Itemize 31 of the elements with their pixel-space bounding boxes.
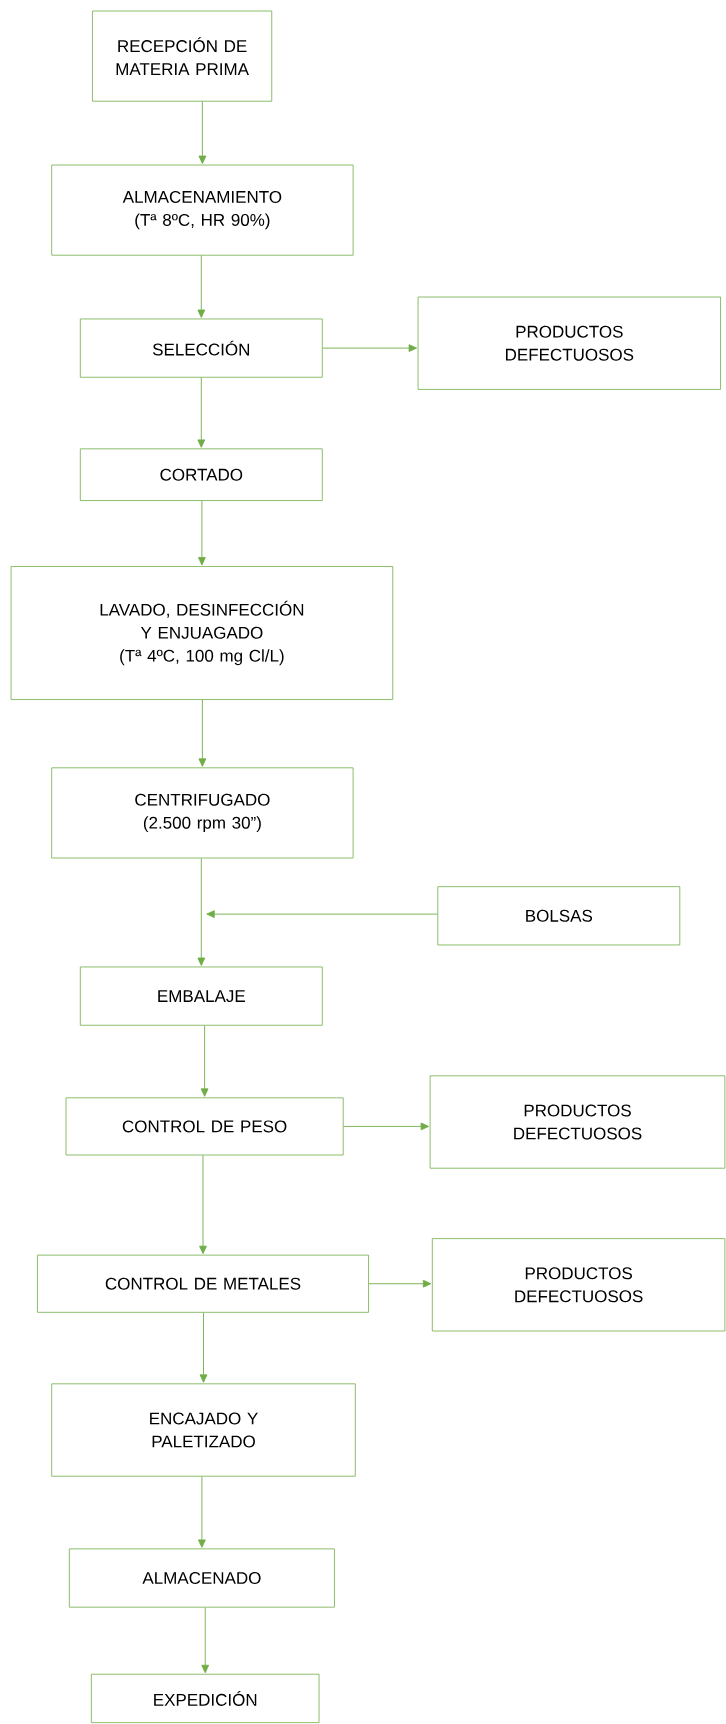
process-box: PRODUCTOS DEFECTUOSOS [417, 296, 721, 390]
process-box: RECEPCIÓN DE MATERIA PRIMA [92, 10, 273, 102]
process-box: PRODUCTOS DEFECTUOSOS [429, 1075, 726, 1169]
arrow [206, 910, 438, 918]
process-box: SELECCIÓN [79, 318, 323, 378]
process-box: ALMACENADO [68, 1548, 335, 1608]
process-box: EXPEDICIÓN [90, 1673, 320, 1723]
process-box: CONTROL DE METALES [37, 1254, 369, 1313]
process-box: ALMACENAMIENTO (Tª 8ºC, HR 90%) [51, 164, 354, 256]
process-box: CENTRIFUGADO (2.500 rpm 30”) [51, 767, 354, 859]
arrow [197, 255, 206, 318]
arrow [197, 377, 206, 448]
arrow [343, 1122, 430, 1131]
process-box: PRODUCTOS DEFECTUOSOS [431, 1238, 726, 1332]
arrow [201, 1607, 210, 1674]
arrow [368, 1279, 432, 1288]
arrow [198, 101, 207, 164]
process-box: CORTADO [79, 448, 323, 501]
arrow [322, 344, 417, 352]
arrow [200, 1025, 209, 1097]
process-box: CONTROL DE PESO [65, 1097, 344, 1156]
arrow [198, 500, 206, 566]
arrow [198, 1476, 206, 1548]
process-box: BOLSAS [437, 886, 681, 946]
process-box: ENCAJADO Y PALETIZADO [51, 1383, 356, 1477]
process-box: LAVADO, DESINFECCIÓN Y ENJUAGADO (Tª 4ºC, 100 mg Cl/L) [10, 566, 394, 700]
arrow [198, 699, 207, 767]
arrow [197, 857, 206, 966]
arrow [199, 1154, 207, 1255]
process-box: EMBALAJE [79, 966, 323, 1026]
arrow [199, 1312, 208, 1383]
